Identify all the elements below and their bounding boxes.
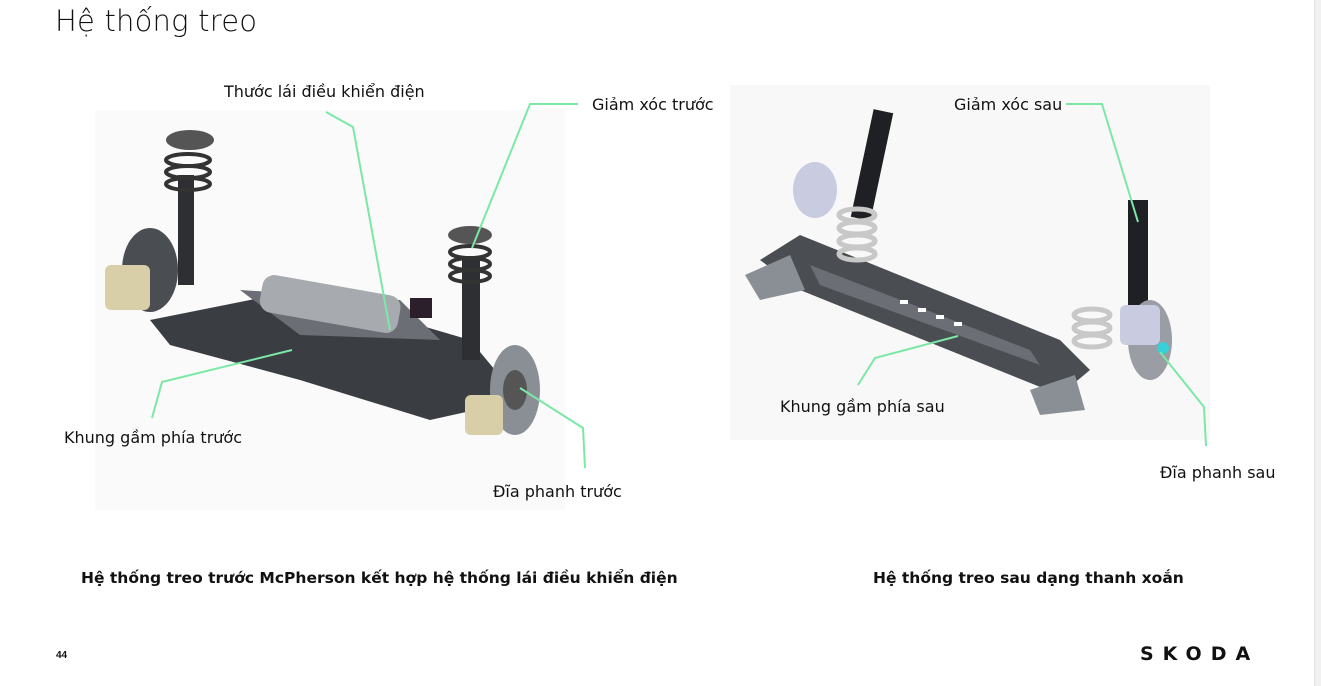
page-title: Hệ thống treo bbox=[55, 4, 258, 38]
label-rear-shock: Giảm xóc sau bbox=[954, 95, 1063, 114]
label-rear-brake: Đĩa phanh sau bbox=[1160, 463, 1276, 482]
slide-edge bbox=[1314, 0, 1321, 686]
front-suspension-image bbox=[105, 130, 540, 435]
callout-steering bbox=[325, 111, 391, 331]
page-number: 44 bbox=[56, 650, 68, 661]
label-front-brake: Đĩa phanh trước bbox=[493, 482, 622, 501]
callout-front-shock bbox=[471, 103, 578, 249]
rear-suspension-image bbox=[745, 109, 1172, 415]
callout-lines bbox=[151, 103, 1207, 469]
skoda-logo: SKODA bbox=[1140, 643, 1260, 665]
callout-front-brake bbox=[519, 387, 586, 469]
label-front-subframe: Khung gầm phía trước bbox=[64, 428, 242, 447]
rear-caption: Hệ thống treo sau dạng thanh xoắn bbox=[873, 569, 1184, 587]
callout-rear-brake bbox=[1159, 351, 1207, 447]
callout-rear-subframe bbox=[857, 335, 959, 386]
callout-rear-shock bbox=[1066, 103, 1139, 223]
label-front-shock: Giảm xóc trước bbox=[592, 95, 714, 114]
callout-front-subframe bbox=[151, 349, 293, 419]
label-rear-subframe: Khung gầm phía sau bbox=[780, 397, 945, 416]
front-caption: Hệ thống treo trước McPherson kết hợp hệ… bbox=[81, 569, 678, 587]
label-steering-rack: Thước lái điều khiển điện bbox=[224, 82, 425, 101]
